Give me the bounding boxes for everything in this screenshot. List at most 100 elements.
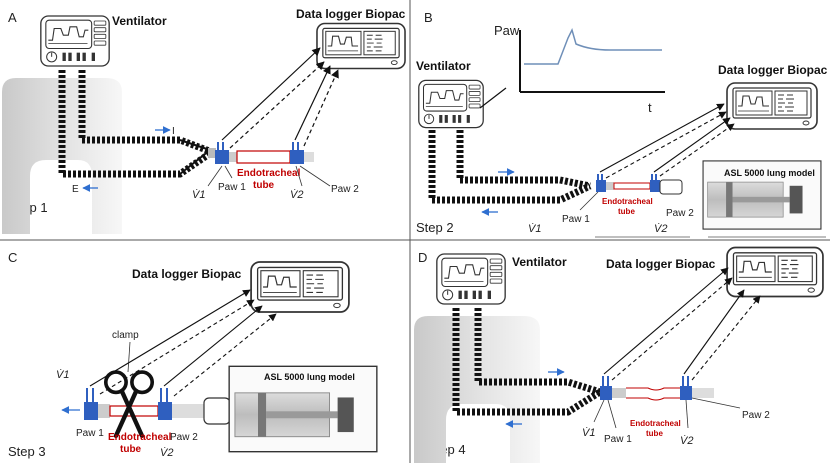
signal-arrow-flow1 xyxy=(229,61,325,149)
flow2-sensor-a xyxy=(290,150,304,164)
paw1-port-c xyxy=(86,388,88,402)
panel-c-flow2: V̇2 xyxy=(160,446,173,459)
lung-connector-c xyxy=(203,397,231,425)
flow1-sensor xyxy=(215,150,229,164)
panel-b-paw2: Paw 2 xyxy=(666,208,694,219)
distal-tube-c xyxy=(172,404,206,418)
paw1-connector xyxy=(208,148,216,158)
paw1-port xyxy=(217,142,219,150)
paw1-port-2 xyxy=(222,142,224,150)
data-logger-icon-d xyxy=(726,246,824,298)
panel-c-flow1: V̇1 xyxy=(56,368,69,381)
panel-a-ventilator-label: Ventilator xyxy=(112,14,167,28)
panel-b-ett-line1: Endotracheal xyxy=(602,197,653,206)
paw2-port-c-2 xyxy=(166,388,168,402)
time-axis-label: t xyxy=(648,100,652,115)
leader-flow2-a xyxy=(295,165,303,187)
ventilator-icon-b xyxy=(418,79,484,129)
flow1-sensor-b xyxy=(596,180,606,192)
patient-silhouette-d xyxy=(414,316,540,463)
clamp-leader xyxy=(127,341,131,373)
panel-d-letter: D xyxy=(418,250,427,265)
signal-arrow-paw2-c xyxy=(163,305,263,387)
panel-d-paw1: Paw 1 xyxy=(604,434,632,445)
panel-d-flow1: V̇1 xyxy=(582,426,595,439)
ventilator-pointer xyxy=(479,87,507,109)
signal-arrow-paw1-c xyxy=(89,289,251,387)
circuit-inspiratory-limb xyxy=(58,70,214,178)
panel-b-ett-line2: tube xyxy=(618,207,635,216)
flow1-sensor-c xyxy=(84,402,98,420)
panel-d-ett-line2: tube xyxy=(646,429,663,438)
panel-b-flow2: V̇2 xyxy=(654,222,667,235)
signal-arrow-paw2 xyxy=(294,65,331,141)
signal-arrow-paw1-b xyxy=(599,103,725,173)
paw-axis-label: Paw xyxy=(494,23,520,38)
paw1-port-b xyxy=(597,174,599,180)
inspiration-label: I xyxy=(172,126,175,137)
flow2-sensor-b xyxy=(650,180,660,192)
circuit-expiratory-d xyxy=(474,308,602,396)
endotracheal-tube-b xyxy=(613,182,651,190)
flow2-sensor-d xyxy=(680,386,692,400)
panel-a-ett-line1: Endotracheal xyxy=(237,168,301,179)
signal-arrow-flow2-d xyxy=(691,295,761,381)
panel-d-flow2: V̇2 xyxy=(680,434,693,447)
panel-d-ventilator-label: Ventilator xyxy=(512,255,567,269)
endotracheal-tube-a xyxy=(236,150,291,164)
paw2-port-b-2 xyxy=(655,174,657,180)
signal-arrow-flow1-b xyxy=(605,111,727,179)
panel-b-paw1: Paw 1 xyxy=(562,214,590,225)
ett-connector-a xyxy=(229,152,237,162)
signal-arrow-flow1-c xyxy=(99,299,255,395)
signal-arrow-flow2 xyxy=(303,69,339,147)
signal-arrow-flow2-c xyxy=(173,313,277,397)
lung-connector-b xyxy=(659,179,683,195)
panel-c-lung-label: ASL 5000 lung model xyxy=(264,372,355,382)
panel-d: D Step 4 Ventilator Data logger Biopac V… xyxy=(414,246,824,463)
paw1-port-b-2 xyxy=(601,174,603,180)
paw1-port-d-2 xyxy=(607,376,609,386)
panel-b-logger-label: Data logger Biopac xyxy=(718,63,828,77)
clamp-icon xyxy=(106,372,152,436)
endotracheal-tube-d xyxy=(626,387,680,401)
leader-paw1-a xyxy=(224,165,233,179)
panel-b-ventilator-label: Ventilator xyxy=(416,59,471,73)
panel-b-letter: B xyxy=(424,10,433,25)
signal-arrow-paw1 xyxy=(221,47,321,141)
leader-flow1-a xyxy=(207,165,223,187)
panel-c-paw2: Paw 2 xyxy=(170,432,198,443)
panel-c-paw1: Paw 1 xyxy=(76,428,104,439)
distal-end-d xyxy=(692,388,714,398)
signal-arrow-flow2-b xyxy=(659,123,735,177)
circuit-inspiratory-d xyxy=(452,308,602,416)
panel-a-paw1: Paw 1 xyxy=(218,182,246,193)
signal-arrow-paw2-d xyxy=(683,289,745,375)
paw2-port-b xyxy=(651,174,653,180)
ett-connector-b xyxy=(606,182,614,190)
panel-a-paw2: Paw 2 xyxy=(331,184,359,195)
signal-arrow-flow1-d xyxy=(611,277,733,381)
panel-a-logger-label: Data logger Biopac xyxy=(296,7,406,21)
panel-d-paw2: Paw 2 xyxy=(742,410,770,421)
paw2-port-a xyxy=(292,142,294,150)
leader-paw2-d xyxy=(691,397,741,409)
paw2-port-a-2 xyxy=(297,142,299,150)
panel-c: C Step 3 Data logger Biopac clamp ASL 50… xyxy=(8,250,378,459)
distal-end-a xyxy=(304,152,314,162)
panel-a: A Step 1 Ventilator I E Data logger Biop… xyxy=(2,7,406,234)
ett-connector-d xyxy=(612,388,626,398)
data-logger-icon-c xyxy=(250,261,350,313)
panel-c-logger-label: Data logger Biopac xyxy=(132,267,242,281)
flow2-sensor-c xyxy=(158,402,172,420)
panel-c-letter: C xyxy=(8,250,17,265)
panel-c-ett-line2: tube xyxy=(120,444,142,455)
signal-arrow-paw1-d xyxy=(603,267,729,375)
panel-d-logger-label: Data logger Biopac xyxy=(606,257,716,271)
ventilator-icon xyxy=(40,15,110,67)
ventilator-icon-d xyxy=(436,253,506,305)
data-logger-icon xyxy=(316,22,406,70)
panel-b-step: Step 2 xyxy=(416,220,454,235)
panel-d-ett-line1: Endotracheal xyxy=(630,419,681,428)
